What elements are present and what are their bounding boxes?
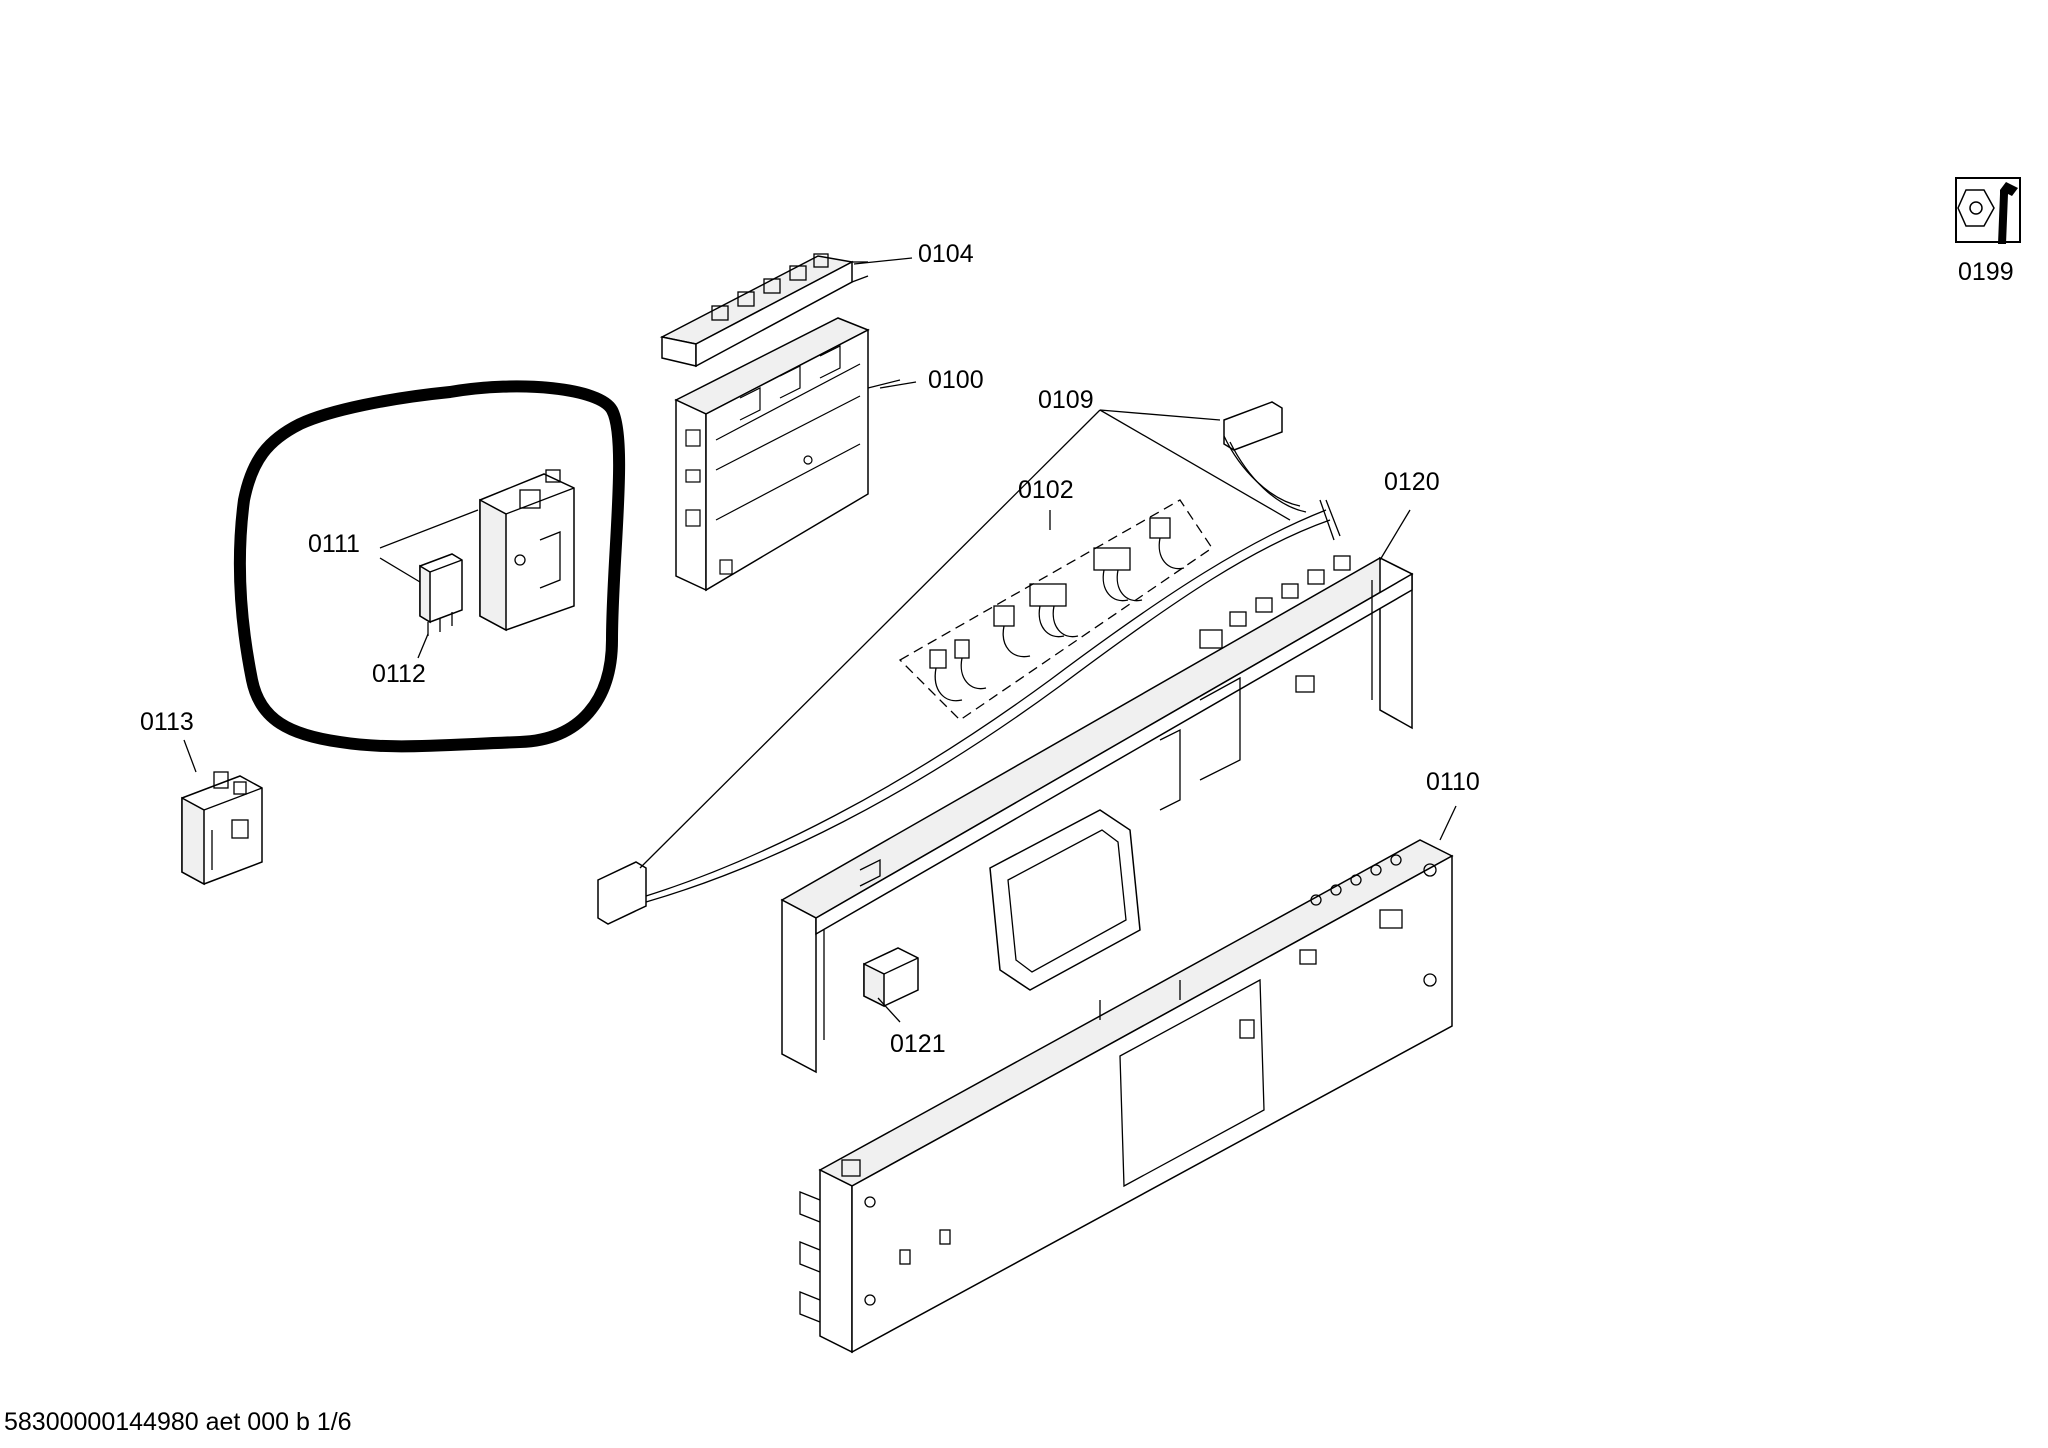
label-0199: 0199 (1958, 258, 2014, 286)
part-0104-keypad (659, 253, 869, 368)
label-0111: 0111 (308, 530, 360, 558)
label-0113: 0113 (140, 708, 194, 736)
document-code: 58300000144980 aet 000 b 1/6 (4, 1408, 352, 1436)
part-0113-relay (181, 771, 263, 886)
part-0102-connector-set (898, 499, 1213, 721)
wrench-nut-icon (1955, 177, 2021, 244)
label-0100: 0100 (928, 366, 984, 394)
part-0120-front-panel (780, 555, 1414, 1074)
part-0112-suppressor (419, 553, 463, 636)
label-0112: 0112 (372, 660, 426, 688)
part-0109-cable-harness (597, 401, 1341, 925)
leader-lines (183, 257, 1457, 1023)
part-0110-rear-panel (799, 839, 1454, 1354)
highlight-circle (233, 380, 626, 753)
label-0109: 0109 (1038, 386, 1094, 414)
part-labels: 0104 0100 0109 0102 0120 0111 0112 0113 … (140, 240, 2014, 1058)
label-0110: 0110 (1426, 768, 1480, 796)
label-0104: 0104 (918, 240, 974, 268)
label-0120: 0120 (1384, 468, 1440, 496)
label-0102: 0102 (1018, 476, 1074, 504)
part-0121-block (863, 947, 919, 1008)
part-0100-electronic-module (674, 317, 901, 592)
label-0121: 0121 (890, 1030, 946, 1058)
part-0111-switch (479, 469, 575, 632)
